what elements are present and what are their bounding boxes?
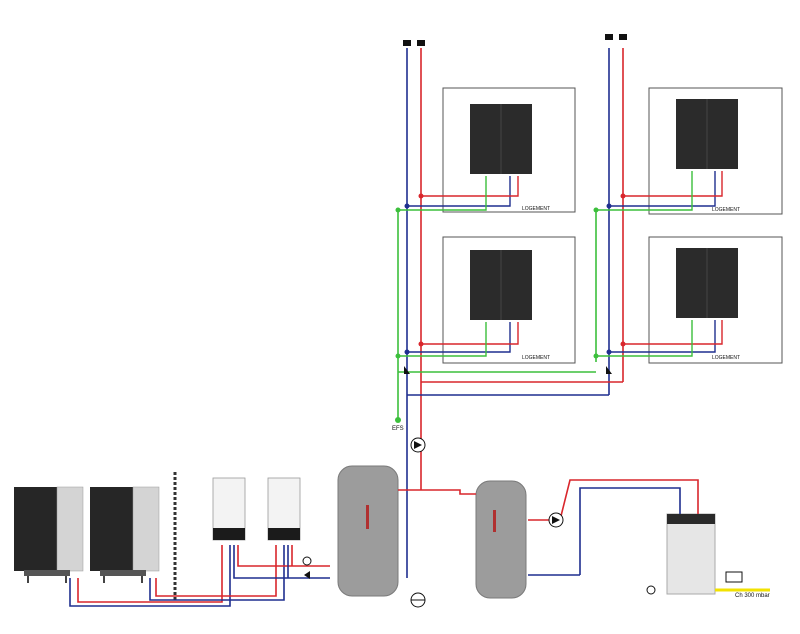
hydro-module-2: [267, 477, 301, 541]
apartment-1: LOGEMENT: [442, 87, 576, 213]
apartment-2: LOGEMENT: [442, 236, 576, 364]
apartment-4: LOGEMENT: [648, 236, 783, 364]
boiler-piping: [528, 479, 699, 576]
apartment-label: LOGEMENT: [712, 207, 740, 213]
riser-caps: [403, 34, 627, 46]
dhw-tank: [475, 480, 527, 599]
junction-dots: [395, 193, 626, 359]
gas-supply: [646, 571, 770, 595]
heat-pump-unit-1: [14, 486, 84, 583]
apartment-label: LOGEMENT: [522, 206, 550, 212]
efs-label: EFS: [392, 426, 404, 432]
hydro-module-1: [212, 477, 246, 541]
valve-icon: [404, 366, 612, 374]
gas-valve-note: Ch 300 mbar: [735, 593, 770, 599]
buffer-tank: [337, 465, 399, 597]
expansion-vessel-icon: [410, 592, 426, 608]
boiler: [666, 513, 716, 595]
efs-supply-point: [395, 417, 401, 423]
pump-icon: [410, 437, 564, 528]
heat-pump-piping: [69, 545, 330, 607]
apartment-branch-piping: [398, 171, 723, 357]
apartment-label: LOGEMENT: [522, 355, 550, 361]
module-valve-icon: [302, 556, 312, 579]
apartment-label: LOGEMENT: [712, 355, 740, 361]
heat-pump-unit-2: [90, 486, 160, 583]
main-risers: [397, 48, 624, 578]
